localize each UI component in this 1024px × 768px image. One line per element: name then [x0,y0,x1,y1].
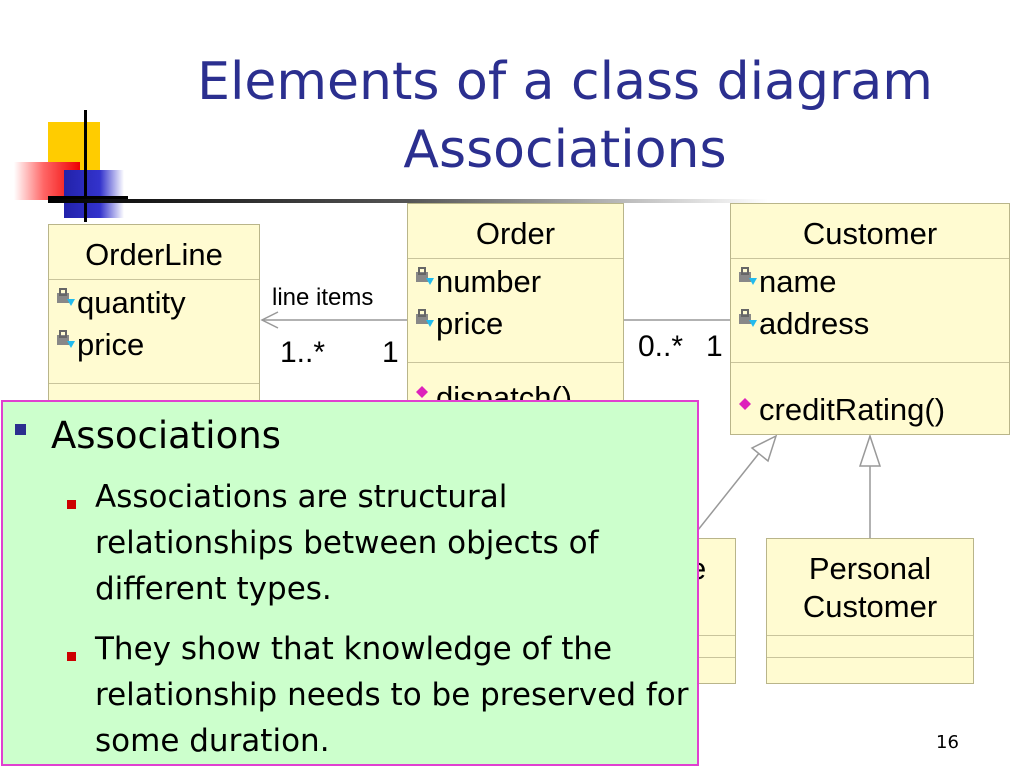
role-label: line items [272,284,374,311]
title-line-1: Elements of a class diagram [197,52,933,112]
multiplicity-label: 1..* [280,336,326,369]
square-bullet-icon [67,652,76,661]
corporate-generalization-arrowhead [750,434,778,463]
attribute-compartment [408,258,623,259]
multiplicity-label: 1 [382,336,399,369]
class-name-line-2: Customer [802,589,938,624]
class-name: Customer [802,216,938,251]
attribute-compartment [49,279,259,280]
class-order[interactable]: Order number price dispatch() [407,203,624,415]
public-operation-icon [737,394,759,416]
public-operation-icon [414,382,436,404]
operation-compartment [767,657,973,658]
locked-attribute-icon [737,308,759,330]
operation-compartment [49,383,259,384]
locked-attribute-icon [55,287,77,309]
title-divider [48,199,768,203]
locked-attribute-icon [414,308,436,330]
bullet-callout: Associations Associations are structural… [1,400,699,766]
class-personal-customer[interactable]: Personal Customer [766,538,974,684]
square-bullet-icon [67,500,76,509]
multiplicity-label: 0..* [638,330,684,363]
class-name: Order [475,216,556,251]
operation: creditRating() [737,392,945,428]
page-title: Elements of a class diagram Associations [150,48,980,184]
class-name-line-1: Personal [808,551,932,586]
bullet-heading: Associations [51,414,281,457]
attribute-compartment [767,635,973,636]
operation-compartment [408,362,623,363]
corporate-generalization-line [689,451,761,541]
attribute: price [414,306,503,342]
attribute-compartment [731,258,1009,259]
attribute: address [737,306,869,342]
class-orderline[interactable]: OrderLine quantity price [48,224,260,414]
operation-compartment [731,362,1009,363]
page-number: 16 [936,732,959,753]
navigability-arrow [260,311,279,329]
attribute: number [414,264,541,300]
locked-attribute-icon [737,266,759,288]
class-name: OrderLine [85,237,223,272]
locked-attribute-icon [414,266,436,288]
decorative-squares [0,110,140,222]
attribute: price [55,327,144,363]
locked-attribute-icon [55,329,77,351]
attribute: name [737,264,837,300]
class-customer[interactable]: Customer name address creditRating() [730,203,1010,435]
title-line-2: Associations [403,120,727,180]
personal-generalization-arrowhead [858,433,882,467]
attribute: quantity [55,285,186,321]
multiplicity-label: 1 [706,330,723,363]
bullet-item: They show that knowledge of the relation… [95,631,689,759]
square-bullet-icon [15,424,26,435]
bullet-item: Associations are structural relationship… [95,479,599,607]
